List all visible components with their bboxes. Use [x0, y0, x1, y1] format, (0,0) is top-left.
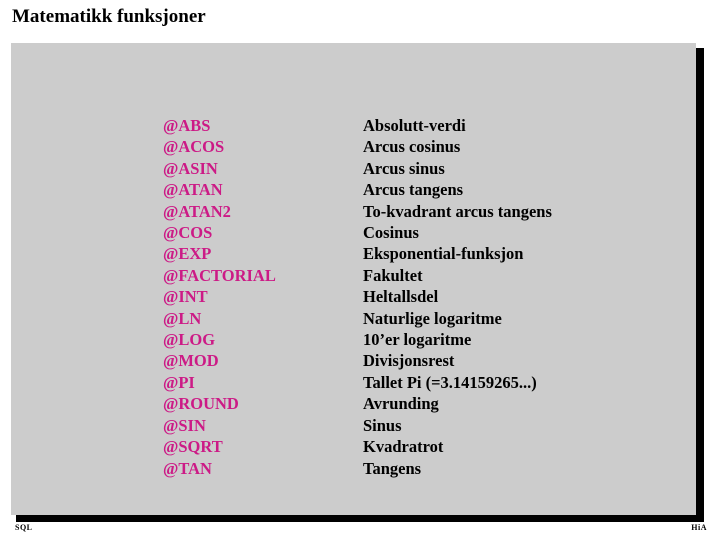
table-row: @ROUND Avrunding — [163, 393, 552, 414]
function-name-cell: @LN — [163, 308, 202, 328]
function-description-cell: Avrunding — [363, 394, 439, 414]
table-row: @LN Naturlige logaritme — [163, 308, 552, 329]
function-description-cell: Naturlige logaritme — [363, 308, 502, 328]
function-description-cell: Arcus cosinus — [363, 137, 461, 157]
function-description-cell: Cosinus — [363, 223, 419, 243]
function-description-cell: Sinus — [363, 415, 402, 435]
function-name-cell: @PI — [163, 372, 195, 392]
function-description-cell: Arcus tangens — [363, 180, 464, 200]
function-description-cell: 10’er logaritme — [363, 330, 472, 350]
table-row: @INT Heltallsdel — [163, 286, 552, 307]
function-description-cell: Tangens — [363, 458, 422, 478]
function-description-cell: To-kvadrant arcus tangens — [363, 201, 552, 221]
function-name-cell: @SIN — [163, 415, 206, 435]
function-name-cell: @TAN — [163, 458, 212, 478]
function-name-cell: @LOG — [163, 330, 216, 350]
table-row: @LOG 10’er logaritme — [163, 329, 552, 350]
table-row: @MOD Divisjonsrest — [163, 350, 552, 371]
table-row: @ATAN2 To-kvadrant arcus tangens — [163, 201, 552, 222]
function-name-cell: @INT — [163, 287, 208, 307]
function-name-cell: @COS — [163, 223, 213, 243]
function-description-cell: Arcus sinus — [363, 158, 445, 178]
function-name-cell: @EXP — [163, 244, 212, 264]
table-row: @TAN Tangens — [163, 458, 552, 479]
table-row: @FACTORIAL Fakultet — [163, 265, 552, 286]
table-row: @EXP Eksponential-funksjon — [163, 243, 552, 264]
function-name-cell: @ROUND — [163, 394, 239, 414]
function-name-cell: @ACOS — [163, 137, 225, 157]
table-row: @SIN Sinus — [163, 415, 552, 436]
table-row: @ATAN Arcus tangens — [163, 179, 552, 200]
function-description-cell: Absolutt-verdi — [363, 116, 466, 135]
function-name-cell: @ATAN — [163, 180, 223, 200]
page-title: Matematikk funksjoner — [12, 6, 206, 27]
function-name-cell: @SQRT — [163, 437, 223, 457]
table-row: @ASIN Arcus sinus — [163, 158, 552, 179]
function-name-cell: @ABS — [163, 116, 211, 135]
table-row: @ABS Absolutt-verdi — [163, 115, 552, 136]
function-description-cell: Kvadratrot — [363, 437, 444, 457]
function-name-cell: @MOD — [163, 351, 219, 371]
footer-right-label: HiA — [691, 523, 707, 532]
function-description-cell: Heltallsdel — [363, 287, 439, 307]
table-row: @COS Cosinus — [163, 222, 552, 243]
function-name-cell: @FACTORIAL — [163, 265, 276, 285]
footer-left-label: SQL — [15, 523, 33, 532]
function-name-cell: @ATAN2 — [163, 201, 231, 221]
slide-footer: SQL HiA — [0, 520, 720, 540]
function-description-cell: Tallet Pi (=3.14159265...) — [363, 372, 537, 392]
function-description-cell: Fakultet — [363, 265, 423, 285]
table-row: @SQRT Kvadratrot — [163, 436, 552, 457]
function-description-cell: Eksponential-funksjon — [363, 244, 524, 264]
table-row: @ACOS Arcus cosinus — [163, 136, 552, 157]
table-row: @PI Tallet Pi (=3.14159265...) — [163, 372, 552, 393]
function-description-cell: Divisjonsrest — [363, 351, 455, 371]
function-name-cell: @ASIN — [163, 158, 218, 178]
